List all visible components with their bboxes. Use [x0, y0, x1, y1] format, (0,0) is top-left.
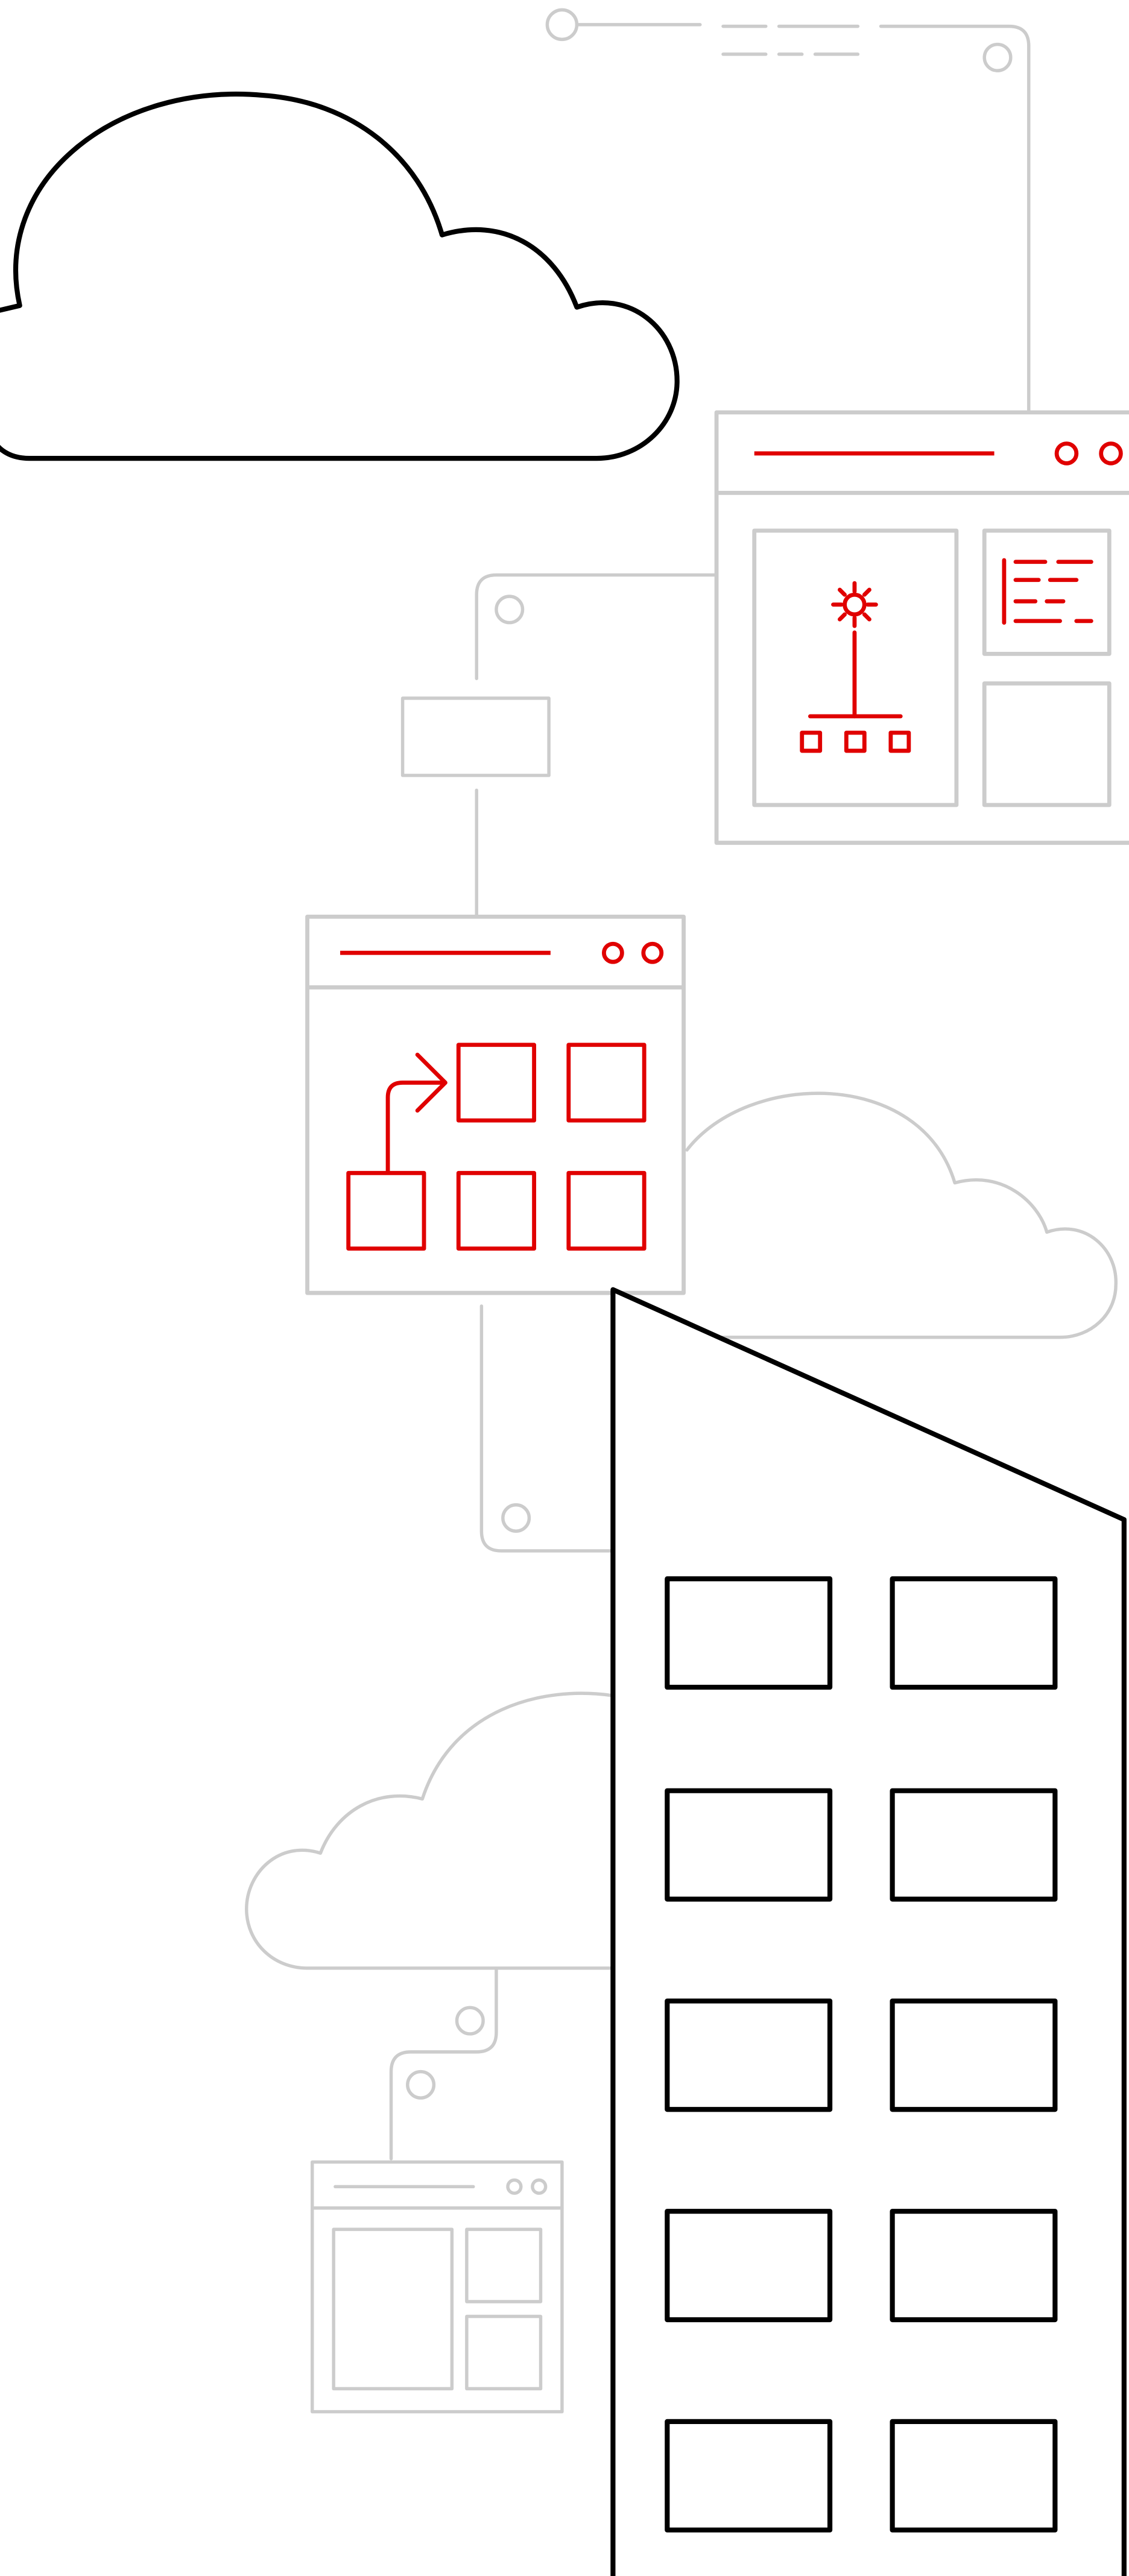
- building-icon: [610, 1287, 1127, 2576]
- connector-line: [879, 24, 1031, 414]
- connector-dot-icon: [495, 595, 525, 625]
- window-control-dot-icon: [601, 941, 624, 964]
- org-chart-icon: [800, 581, 911, 753]
- connector-dot-icon: [982, 42, 1013, 72]
- window-panel: [982, 681, 1112, 807]
- connector-line: [389, 1968, 498, 2161]
- window-control-dot-icon: [1054, 441, 1079, 466]
- connector-dot-icon: [406, 2069, 436, 2100]
- connector-line: [479, 1304, 613, 1553]
- window-control-dot-icon: [1099, 441, 1123, 466]
- gateway-box: [400, 696, 551, 777]
- connector-dot-icon: [455, 2006, 485, 2036]
- migration-grid: [346, 1043, 647, 1251]
- app-window-icon: [305, 914, 686, 1295]
- cloud-icon: [0, 92, 680, 461]
- window-frame: [305, 914, 686, 1295]
- connector-dot-icon: [501, 1503, 531, 1533]
- migration-arrow-icon: [385, 1052, 447, 1173]
- app-window-icon: [311, 2160, 564, 2414]
- window-control-dot-icon: [641, 941, 664, 964]
- app-window-icon: [714, 410, 1129, 845]
- connector-line: [475, 573, 718, 680]
- building-outline: [610, 1287, 1127, 2576]
- connector-dot-icon: [545, 8, 579, 42]
- gear-icon: [831, 581, 878, 628]
- building-windows: [665, 1576, 1058, 2533]
- document-list-icon: [1002, 558, 1093, 625]
- placeholder-text-lines-icon: [721, 24, 860, 56]
- connector-network: [245, 8, 1118, 2414]
- cloud-icon: [685, 1091, 1118, 1339]
- cloud-icon: [245, 1691, 613, 1970]
